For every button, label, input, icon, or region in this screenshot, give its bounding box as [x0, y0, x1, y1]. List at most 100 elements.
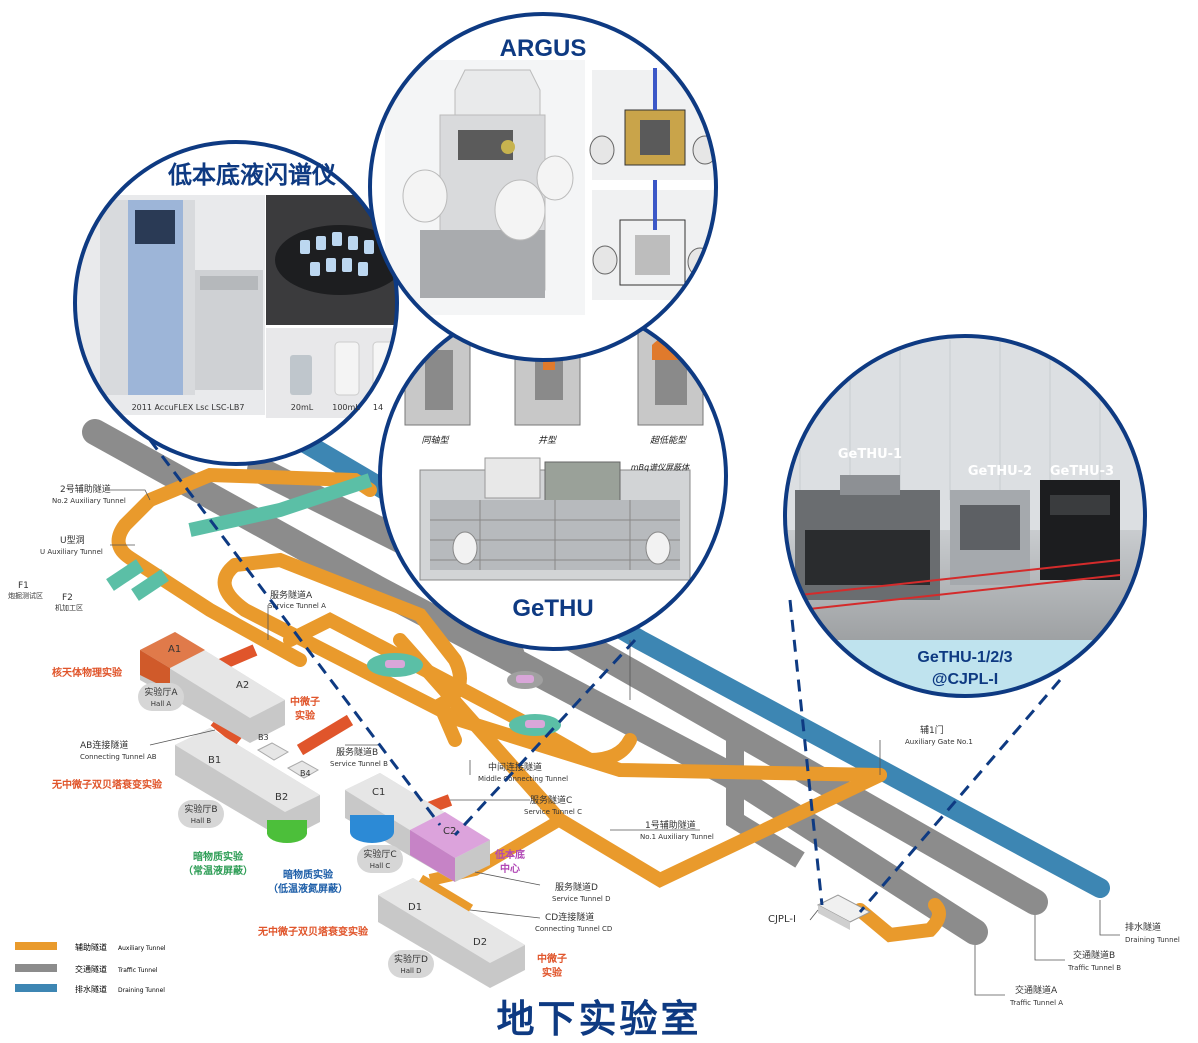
service-a-branch	[217, 644, 258, 671]
service-a-cn: 服务隧道A	[270, 589, 313, 601]
experiment-labels: 核天体物理实验 中微子 实验 无中微子双贝塔衰变实验 暗物质实验 （常温液屏蔽）…	[51, 666, 567, 979]
lsc-caption: 2011 AccuFLEX Lsc LSC-LB7	[132, 403, 245, 412]
service-d-en: Service Tunnel D	[552, 895, 611, 903]
cjpl-block	[816, 894, 872, 923]
label-b4: B4	[300, 769, 311, 778]
f2-cn: 机加工区	[55, 603, 83, 612]
lsc-vial-20: 20mL	[291, 403, 314, 412]
hall-d-cn: 实验厅D	[394, 953, 428, 965]
f2-code: F2	[62, 593, 73, 603]
dash-lsc-to-c2	[148, 439, 442, 826]
lsc-vial-100: 100mL	[332, 403, 360, 412]
tunnel-network	[82, 419, 1110, 945]
legend-aux-en: Auxiliary Tunnel	[118, 945, 166, 952]
label-c1: C1	[372, 787, 385, 798]
gethu-shield-label: mBq谱仪屏蔽体	[631, 463, 690, 472]
cjpl-caption-1: GeTHU-1/2/3	[917, 649, 1012, 666]
legend-drain-en: Draining Tunnel	[118, 987, 165, 994]
exp-low-bg-2: 中心	[500, 862, 520, 875]
cjpl-caption-2: @CJPL-I	[932, 671, 998, 688]
f1-code: F1	[18, 581, 29, 591]
page-title: 地下实验室	[496, 997, 702, 1041]
label-d2: D2	[473, 937, 487, 948]
label-a1: A1	[168, 644, 181, 655]
cjpl-label-gethu1: GeTHU-1	[838, 447, 902, 462]
legend-aux-cn: 辅助隧道	[75, 942, 107, 952]
hall-labels: A1 A2 B1 B2 B3 B4 C1 C2 D1 D2 实验厅A Hall …	[138, 644, 487, 978]
legend-drain-cn: 排水隧道	[75, 984, 107, 994]
argus-circle: ARGUS	[368, 12, 718, 362]
label-d1: D1	[408, 902, 422, 913]
gethu-title: GeTHU	[512, 595, 593, 622]
gethu-shape-coaxial: 同轴型	[421, 435, 449, 446]
label-b1: B1	[208, 755, 221, 766]
aux1-en: No.1 Auxiliary Tunnel	[640, 833, 714, 841]
lsc-circle: 低本底液闪谱仪 2011 AccuFLEX Lsc LSC-LB7 20mL 1…	[73, 140, 399, 466]
halls	[140, 632, 872, 988]
tunnel-labels: 2号辅助隧道 No.2 Auxiliary Tunnel U型洞 U Auxil…	[8, 483, 1180, 1007]
aux-tunnel-1	[228, 552, 467, 747]
legend-swatch-drain	[15, 984, 57, 992]
aux2-en: No.2 Auxiliary Tunnel	[52, 497, 126, 505]
exp-low-bg-1: 低本底	[494, 848, 525, 861]
cjpl1-label: CJPL-I	[768, 914, 796, 925]
service-tunnel-a	[217, 558, 887, 782]
hall-c2-section	[410, 812, 490, 858]
service-b-en: Service Tunnel B	[330, 760, 388, 768]
dash-cjpl-right	[858, 679, 1062, 913]
traffic-b-en: Traffic Tunnel B	[1067, 964, 1121, 972]
gate1-en: Auxiliary Gate No.1	[905, 738, 973, 746]
argus-title: ARGUS	[500, 35, 587, 62]
exp-neutrino-d-2: 实验	[542, 966, 563, 979]
cjpl-tunnel	[853, 898, 946, 943]
drain-cn: 排水隧道	[1125, 921, 1161, 933]
exp-neutrino-d-1: 中微子	[537, 952, 567, 965]
hall-c-cn: 实验厅C	[363, 848, 396, 860]
legend-traffic-cn: 交通隧道	[75, 964, 107, 974]
label-c2: C2	[443, 826, 456, 837]
label-a2: A2	[236, 680, 249, 691]
label-b2: B2	[275, 792, 288, 803]
lsc-vial-14: 14	[373, 403, 383, 412]
service-c-en: Service Tunnel C	[524, 808, 582, 816]
u-cave-cn: U型洞	[60, 535, 85, 546]
service-d-cn: 服务隧道D	[555, 881, 598, 893]
exp-dm-lq-2: （低温液氮屏蔽）	[268, 882, 348, 895]
legend-swatch-traffic	[15, 964, 57, 972]
cjpl-circle: GeTHU-1 GeTHU-2 GeTHU-3 GeTHU-1/2/3 @CJP…	[783, 334, 1147, 698]
traffic-a-cn: 交通隧道A	[1015, 984, 1058, 996]
lsc-title: 低本底液闪谱仪	[167, 161, 337, 189]
cd-en: Connecting Tunnel CD	[535, 925, 612, 933]
teal-upper	[188, 473, 373, 537]
middle-en: Middle Connecting Tunnel	[478, 775, 568, 783]
f1-cn: 炮掘测试区	[8, 591, 43, 600]
ab-cn: AB连接隧道	[80, 739, 128, 751]
cd-cn: CD连接隧道	[545, 911, 594, 923]
traffic-b-cn: 交通隧道B	[1073, 949, 1115, 961]
exp-dm-lq-1: 暗物质实验	[283, 868, 334, 881]
exp-neutrino-a-2: 实验	[295, 709, 316, 722]
traffic-a-en: Traffic Tunnel A	[1009, 999, 1063, 1007]
aux1-cn: 1号辅助隧道	[645, 819, 696, 831]
service-a-en: Service Tunnel A	[268, 602, 326, 610]
drain-en: Draining Tunnel	[1125, 936, 1180, 944]
service-b-cn: 服务隧道B	[336, 746, 378, 758]
cd-tunnel	[416, 874, 474, 916]
gethu-shield-model	[419, 457, 691, 581]
dash-gethu-to-c2	[453, 638, 637, 837]
hall-a1-section	[140, 632, 205, 668]
hall-d-en: Hall D	[400, 967, 421, 975]
exp-dm-room-2: （常温液屏蔽）	[183, 864, 253, 877]
aux-tunnel-1-main	[393, 633, 887, 888]
hall-a-en: Hall A	[151, 700, 172, 708]
dashed-connectors	[148, 439, 1062, 913]
exp-double-beta-b: 无中微子双贝塔衰变实验	[51, 778, 163, 791]
teal-f2	[131, 569, 169, 601]
legend-swatch-aux	[15, 942, 57, 950]
ab-en: Connecting Tunnel AB	[80, 753, 157, 761]
hall-c-en: Hall C	[370, 862, 391, 870]
hall-b-cn: 实验厅B	[184, 803, 217, 815]
dash-cjpl-left	[788, 599, 824, 906]
service-b	[296, 714, 354, 756]
